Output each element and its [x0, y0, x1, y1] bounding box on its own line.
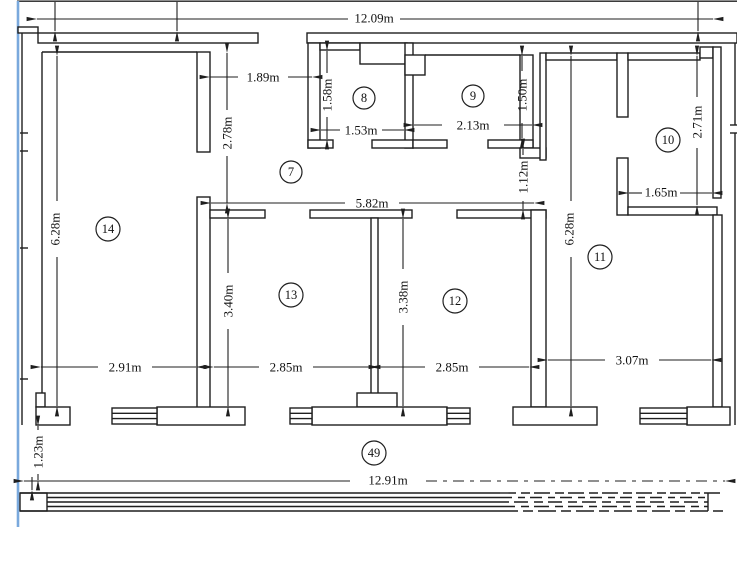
wall-segment [311, 406, 448, 426]
dim-label-112: 1.12m [516, 161, 531, 194]
room-labels: 7 8 9 10 11 12 13 14 [95, 84, 681, 466]
room-label-49: 49 [361, 440, 387, 466]
wall-segment [196, 196, 211, 409]
wall-segment [539, 52, 547, 161]
wall-segment [35, 406, 71, 426]
walls [17, 26, 737, 426]
svg-text:12: 12 [449, 294, 462, 308]
window [639, 407, 688, 425]
balcony-end-block [19, 492, 48, 512]
wall-segment [712, 46, 722, 199]
wall-segment [156, 406, 246, 426]
dim-label-628-left: 6.28m [48, 213, 63, 246]
room-label-14: 14 [95, 216, 121, 242]
wall-segment [512, 406, 598, 426]
dim-label-582: 5.82m [356, 196, 389, 211]
wall-segment [17, 26, 39, 34]
dim-label-285a: 2.85m [270, 360, 303, 375]
dim-label-278: 2.78m [220, 117, 235, 150]
room-label-11: 11 [587, 244, 613, 270]
dim-label-213: 2.13m [457, 118, 490, 133]
dim-label-153: 1.53m [345, 123, 378, 138]
dim-label-291: 2.91m [109, 360, 142, 375]
window [446, 407, 471, 425]
room-label-7: 7 [279, 160, 303, 184]
wall-segment [37, 32, 259, 44]
wall-segment [307, 139, 334, 149]
svg-text:10: 10 [662, 133, 675, 147]
wall-segment [712, 214, 723, 408]
dim-label-189: 1.89m [247, 70, 280, 85]
room-label-10: 10 [655, 127, 681, 153]
wall-segment [412, 139, 448, 149]
wall-segment [309, 209, 413, 219]
dim-label-165: 1.65m [645, 185, 678, 200]
room-label-13: 13 [278, 282, 304, 308]
room-label-8: 8 [352, 86, 376, 110]
wall-segment [699, 46, 714, 59]
dim-label-150: 1.50m [515, 79, 530, 112]
wall-segment [196, 51, 211, 153]
wall-segment [530, 209, 547, 408]
room-label-12: 12 [442, 288, 468, 314]
dim-label-307: 3.07m [616, 353, 649, 368]
svg-text:49: 49 [368, 446, 381, 460]
dim-label-338: 3.38m [396, 281, 411, 314]
dim-label-1291: 12.91m [368, 473, 407, 488]
wall-segment [370, 217, 379, 395]
dim-label-628-right: 6.28m [562, 213, 577, 246]
dimensions: 12.09m 1.89m 2.78m 1.58m 1.53m 2.13m 1.5… [13, 2, 736, 501]
svg-text:11: 11 [594, 250, 606, 264]
frame [16, 0, 737, 527]
dim-label-285b: 2.85m [436, 360, 469, 375]
wall-segment [686, 406, 731, 426]
wall-segment [487, 139, 534, 149]
windows [111, 407, 688, 425]
wall-segment [627, 52, 701, 61]
svg-text:8: 8 [361, 91, 367, 105]
dim-label-123: 1.23m [31, 436, 46, 469]
wall-segment [356, 392, 398, 408]
svg-text:14: 14 [102, 222, 115, 236]
wall-segment [319, 42, 361, 51]
wall-segment [616, 157, 629, 216]
dim-label-overall-top: 12.09m [354, 11, 393, 26]
wall-segment [627, 206, 718, 216]
dim-label-271: 2.71m [690, 106, 705, 139]
wall-segment [371, 139, 414, 149]
svg-text:9: 9 [470, 89, 476, 103]
wall-segment [307, 42, 321, 149]
wall-segment [616, 52, 629, 118]
wall-segment [545, 52, 618, 61]
wall-segment [209, 209, 266, 219]
window [289, 407, 313, 425]
balcony-railing [19, 492, 726, 512]
dim-label-340: 3.40m [221, 285, 236, 318]
wall-segment [404, 54, 426, 76]
room-label-9: 9 [461, 84, 485, 108]
svg-text:7: 7 [288, 165, 294, 179]
wall-segment [306, 32, 737, 44]
svg-text:13: 13 [285, 288, 298, 302]
window [111, 407, 158, 425]
dim-label-158: 1.58m [320, 79, 335, 112]
wall-segment [35, 392, 46, 408]
wall-segment [359, 42, 408, 65]
